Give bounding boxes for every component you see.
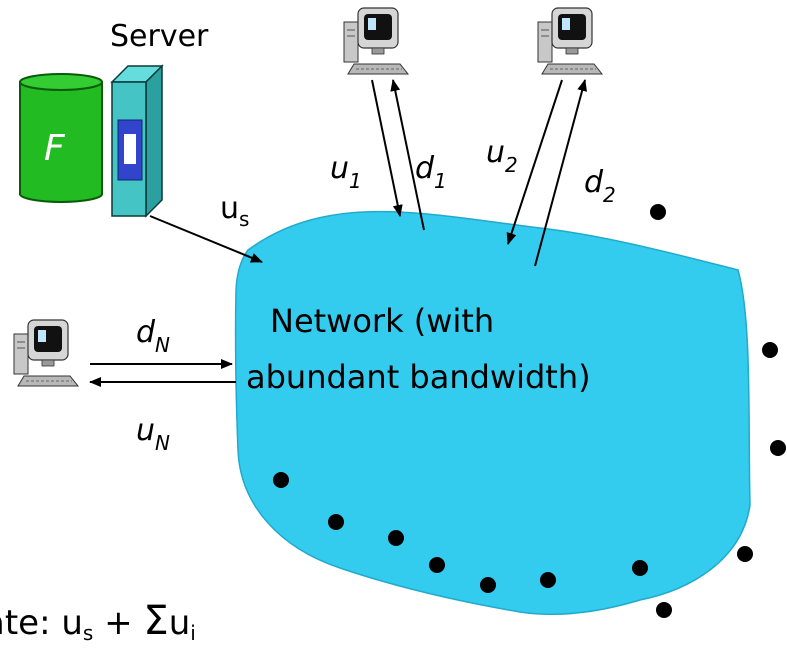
peer2-upload-arrow: [506, 79, 563, 245]
peer1-download-label: d1: [415, 151, 447, 193]
peerN-upload-label: uN: [136, 413, 170, 455]
network-cloud: [234, 210, 751, 616]
network-label-line2: abundant bandwidth): [246, 358, 591, 396]
peer2-upload-label: u2: [486, 135, 518, 177]
server-label: Server: [110, 19, 209, 54]
decorative-dots: [273, 204, 786, 618]
peer2-download-arrow: [534, 79, 587, 267]
server-upload-label: us: [220, 191, 249, 231]
upload-rate-formula: rate: us + Σui: [0, 598, 196, 643]
peer2-computer-icon: [537, 7, 603, 75]
database-icon: [19, 73, 103, 203]
server-icon: [110, 64, 164, 218]
network-label-line1: Network (with: [270, 302, 494, 340]
peer1-upload-label: u1: [330, 151, 362, 193]
server-upload-arrow: [149, 215, 263, 263]
peerN-computer-icon: [13, 319, 79, 387]
peer1-upload-arrow: [371, 79, 403, 217]
file-label: F: [44, 128, 66, 169]
peerN-download-label: dN: [136, 315, 170, 357]
peer1-download-arrow: [390, 79, 425, 231]
peer1-computer-icon: [343, 7, 409, 75]
peer2-download-label: d2: [584, 165, 616, 207]
